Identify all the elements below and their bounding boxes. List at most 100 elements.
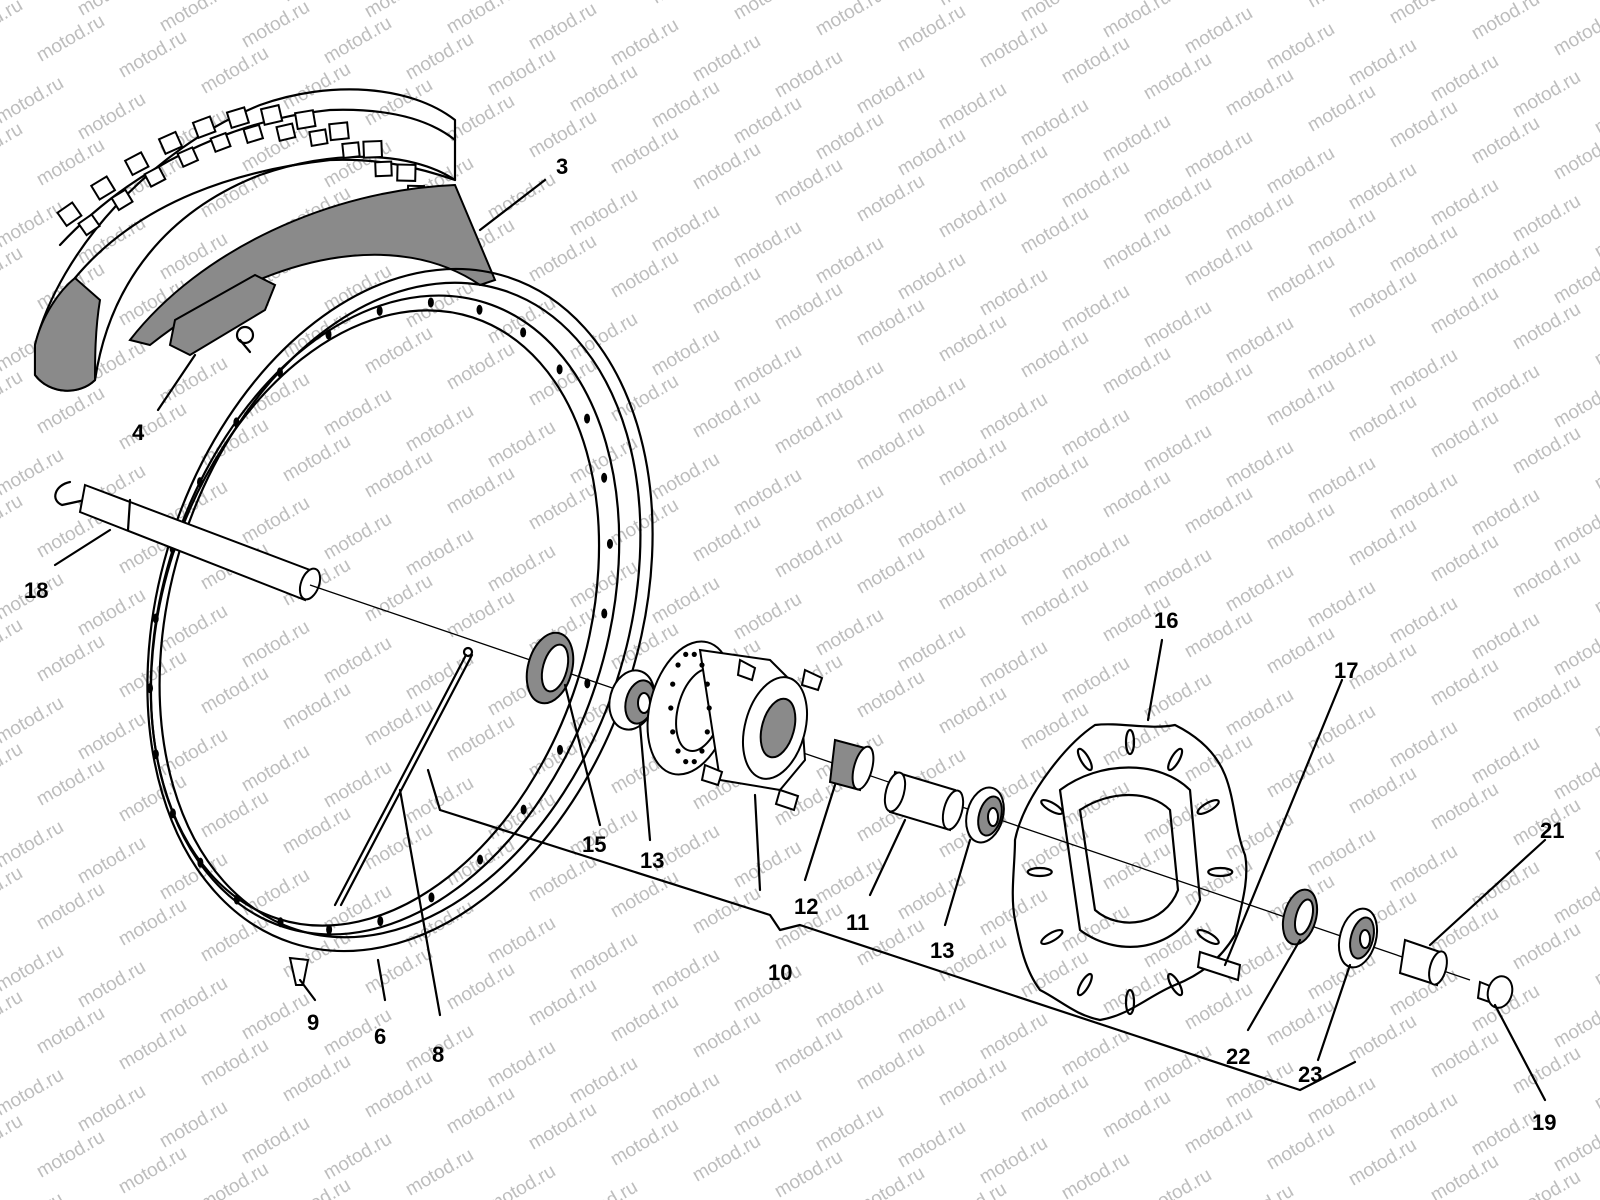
tread-block [374,160,393,178]
watermark-text: motod.ru [1181,483,1256,539]
watermark-text: motod.ru [812,357,887,413]
watermark-text: motod.ru [1017,699,1092,755]
watermark-text: motod.ru [1181,235,1256,291]
watermark-text: motod.ru [648,77,723,133]
tread-block [209,131,232,154]
watermark-text: motod.ru [74,89,149,145]
rim-hole [152,613,159,624]
callout-12: 12 [794,894,818,919]
watermark-text: motod.ru [648,1069,723,1125]
watermark-text: motod.ru [1427,407,1502,463]
watermark-text: motod.ru [566,557,641,613]
watermark-text: motod.ru [1509,547,1584,603]
watermark-text: motod.ru [1304,81,1379,137]
watermark-text: motod.ru [402,401,477,457]
watermark-text: motod.ru [689,31,764,87]
watermark-text: motod.ru [935,683,1010,739]
disc-slot [1026,866,1053,878]
watermark-text: motod.ru [1509,67,1584,123]
hub-hole [670,681,676,687]
watermark-text: motod.ru [115,895,190,951]
rim-hole [325,329,332,340]
watermark-text: motod.ru [1591,439,1600,495]
watermark-text: motod.ru [853,667,928,723]
watermark-text: motod.ru [1345,159,1420,215]
watermark-text: motod.ru [1017,0,1092,26]
watermark-text: motod.ru [1591,811,1600,867]
watermark-text: motod.ru [361,323,436,379]
tread-block [362,139,384,159]
watermark-text: motod.ru [1263,1119,1338,1175]
watermark-text: motod.ru [402,525,477,581]
watermark-text: motod.ru [607,247,682,303]
right-side-parts-drawing [1281,888,1514,1009]
watermark-text: motod.ru [1058,529,1133,585]
rim-hole [476,304,483,315]
hub-hole [668,705,674,711]
watermark-text: motod.ru [935,435,1010,491]
watermark-text: motod.ru [1304,329,1379,385]
watermark-text: motod.ru [771,1023,846,1079]
watermark-text: motod.ru [566,61,641,117]
hub-hole [691,759,697,765]
watermark-text: motod.ru [33,755,108,811]
watermark-text: motod.ru [115,27,190,83]
rim-hole [277,917,284,928]
watermark-text: motod.ru [894,373,969,429]
watermark-text: motod.ru [689,387,764,443]
watermark-text: motod.ru [279,1051,354,1107]
hub-hole [675,662,681,668]
watermark-text: motod.ru [156,0,231,36]
tread-block [123,151,150,177]
watermark-text: motod.ru [771,279,846,335]
watermark-text: motod.ru [1386,469,1461,525]
watermark-text: motod.ru [279,59,354,115]
watermark-text: motod.ru [1263,143,1338,199]
callout-22: 22 [1226,1044,1250,1069]
watermark-text: motod.ru [484,417,559,473]
watermark-text: motod.ru [1099,1087,1174,1143]
watermark-text: motod.ru [1345,267,1420,323]
callout-15: 15 [582,832,606,857]
watermark-text: motod.ru [607,15,682,71]
watermark-text: motod.ru [1427,779,1502,835]
watermark-text: motod.ru [0,1111,26,1167]
rim-hole [326,924,333,935]
watermark-text: motod.ru [771,527,846,583]
watermark-text: motod.ru [812,605,887,661]
watermark-text: motod.ru [812,109,887,165]
watermark-text: motod.ru [1591,83,1600,139]
watermark-text: motod.ru [74,709,149,765]
watermark-text: motod.ru [935,559,1010,615]
watermark-text: motod.ru [74,833,149,889]
watermark-text: motod.ru [525,1099,600,1155]
watermark-text: motod.ru [1304,205,1379,261]
watermark-text: motod.ru [1017,327,1092,383]
watermark-text: motod.ru [976,17,1051,73]
watermark-text: motod.ru [894,1,969,57]
brake-disc-slots [1026,728,1234,1016]
watermark-text: motod.ru [1345,763,1420,819]
watermark-text: motod.ru [648,449,723,505]
rim-hole [556,744,563,755]
watermark-text: motod.ru [1140,421,1215,477]
watermark-text: motod.ru [607,123,682,179]
tread-block [293,109,317,131]
watermark-text: motod.ru [1140,49,1215,105]
watermark-text: motod.ru [1345,1135,1420,1191]
watermark-text: motod.ru [1099,0,1174,42]
watermark-text: motod.ru [525,231,600,287]
watermark-text: motod.ru [607,991,682,1047]
watermark-text: motod.ru [1140,173,1215,229]
watermark-text: motod.ru [74,1081,149,1137]
tread-block [328,121,350,142]
watermark-text: motod.ru [0,987,26,1043]
watermark-text: motod.ru [1386,593,1461,649]
watermark-text: motod.ru [1345,391,1420,447]
watermark-text: motod.ru [1017,451,1092,507]
watermark-text: motod.ru [812,481,887,537]
callout-23: 23 [1298,1062,1322,1087]
watermark-text: motod.ru [238,741,313,797]
watermark-text: motod.ru [0,817,67,873]
watermark-text: motod.ru [894,249,969,305]
